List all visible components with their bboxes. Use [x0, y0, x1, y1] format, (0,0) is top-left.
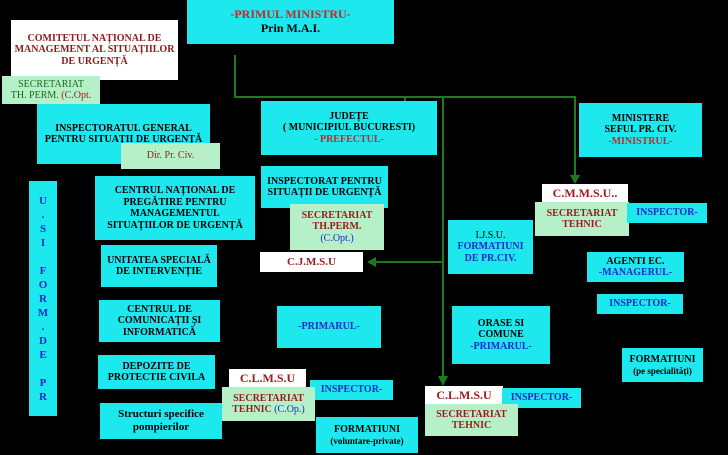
cmmsu-label: C.M.M.S.U..: [552, 186, 618, 201]
clmsu-1-label: C.L.M.S.U: [239, 371, 296, 386]
secretariat-perm-box: SECRETARIAT TH. PERM. (C.Opt.: [2, 76, 100, 104]
cjmsu-box: C.J.M.S.U: [260, 252, 363, 272]
structuri-label: Structuri specifice pompierilor: [118, 408, 204, 433]
inspector-4-box: INSPECTOR-: [502, 388, 581, 408]
ijsu-line1: I.J.S.U.: [475, 229, 506, 241]
secretariat-perm-line2: TH. PERM. (C.Opt.: [10, 90, 92, 101]
judete-line2: ( MUNICIPIUL BUCURESTI): [282, 122, 416, 134]
unitatea-box: UNITATEA SPECIALĂ DE INTERVENȚIE: [101, 245, 217, 287]
cjmsu-label: C.J.M.S.U: [287, 255, 336, 268]
formatiuni-vol-box: FORMATIUNI (voluntare-private): [316, 417, 418, 453]
secretariat-th-line3: (C.Opt.): [320, 232, 354, 244]
orase-line1: ORASE SI COMUNE: [477, 317, 525, 341]
judete-line1: JUDEȚE: [329, 110, 369, 122]
secretariat-tehnic-2-box: SECRETARIAT TEHNIC (C.Op.): [222, 387, 315, 421]
agenti-line1: AGENTI EC.: [606, 255, 665, 267]
dir-pr-civ-label: Dir. Pr. Civ.: [146, 150, 195, 162]
secretariat-perm-line1: SECRETARIAT: [18, 78, 84, 90]
primarul-box: -PRIMARUL-: [277, 306, 381, 348]
orase-box: ORASE SI COMUNE -PRIMARUL-: [452, 306, 550, 364]
ministere-line3: -MINISTRUL-: [608, 135, 673, 147]
inspector-1-box: INSPECTOR-: [627, 203, 707, 223]
agenti-box: AGENTI EC. -MANAGERUL-: [587, 252, 684, 282]
formatiuni-vol-line1: FORMATIUNI: [334, 424, 400, 436]
ijsu-box: I.J.S.U. FORMATIUNI DE PR.CIV.: [448, 220, 533, 274]
orase-line2: -PRIMARUL-: [470, 340, 532, 352]
inspector-2-label: INSPECTOR-: [609, 298, 671, 310]
unitatea-label: UNITATEA SPECIALĂ DE INTERVENȚIE: [107, 254, 211, 278]
inspector-4-label: INSPECTOR-: [510, 392, 573, 404]
prime-minister-box: -PRIMUL MINISTRU- Prin M.A.I.: [187, 0, 394, 44]
centrul-national-label: CENTRUL NAȚIONAL DE PREGĂTIRE PENTRU MAN…: [107, 185, 243, 231]
cmmsu-box: C.M.M.S.U..: [542, 184, 628, 204]
inspectorat-label: INSPECTORAT PENTRU SITUAȚII DE URGENȚĂ: [267, 175, 382, 199]
cnmsu-label: COMITETUL NAȚIONAL DE MANAGEMENT AL SITU…: [14, 32, 175, 67]
secretariat-th-line1: SECRETARIAT: [301, 209, 373, 221]
inspectorat-box: INSPECTORAT PENTRU SITUAȚII DE URGENȚĂ: [261, 166, 388, 208]
secretariat-tehnic-3-label: SECRETARIAT TEHNIC: [436, 408, 507, 432]
centrul-com-box: CENTRUL DE COMUNICAȚII ȘI INFORMATICĂ: [99, 300, 220, 342]
primarul-label: -PRIMARUL-: [298, 321, 360, 333]
ijsu-line2: FORMATIUNI DE PR.CIV.: [457, 241, 524, 264]
ministere-box: MINISTERE SEFUL PR. CIV. -MINISTRUL-: [579, 103, 702, 157]
clmsu-1-box: C.L.M.S.U: [229, 369, 306, 389]
agenti-line2: -MANAGERUL-: [598, 267, 673, 278]
prime-minister-title: -PRIMUL MINISTRU-: [230, 7, 351, 22]
igsu-label: INSPECTORATUL GENERAL PENTRU SITUAȚII DE…: [44, 122, 203, 146]
centrul-national-box: CENTRUL NAȚIONAL DE PREGĂTIRE PENTRU MAN…: [95, 176, 255, 240]
secretariat-th-perm-box: SECRETARIAT TH.PERM. (C.Opt.): [290, 204, 384, 250]
inspector-3-box: INSPECTOR-: [310, 380, 393, 400]
depozite-label: DEPOZITE DE PROTECTIE CIVILA: [107, 360, 206, 384]
centrul-com-label: CENTRUL DE COMUNICAȚII ȘI INFORMATICĂ: [117, 303, 202, 338]
inspector-1-label: INSPECTOR-: [636, 207, 698, 219]
formatiuni-vol-line2: (voluntare-private): [330, 435, 404, 446]
ministere-line2: SEFUL PR. CIV.: [604, 124, 677, 136]
formatiuni-spec-line1: FORMATIUNI: [629, 354, 696, 366]
inspector-3-label: INSPECTOR-: [320, 384, 383, 396]
clmsu-2-box: C.L.M.S.U: [425, 386, 503, 406]
prime-minister-subtitle: Prin M.A.I.: [260, 21, 321, 35]
secretariat-tehnic-1-label: SECRETARIAT TEHNIC: [546, 207, 618, 231]
secretariat-tehnic-3-box: SECRETARIAT TEHNIC: [425, 404, 518, 436]
cnmsu-box: COMITETUL NAȚIONAL DE MANAGEMENT AL SITU…: [11, 20, 178, 80]
dir-pr-civ-box: Dir. Pr. Civ.: [121, 143, 220, 169]
structuri-box: Structuri specifice pompierilor: [100, 403, 222, 439]
secretariat-tehnic-1-box: SECRETARIAT TEHNIC: [535, 202, 629, 236]
secretariat-th-line2: TH.PERM.: [312, 221, 362, 233]
secretariat-tehnic-2-line1: SECRETARIAT: [233, 392, 304, 404]
depozite-box: DEPOZITE DE PROTECTIE CIVILA: [98, 355, 215, 389]
inspector-2-box: INSPECTOR-: [597, 294, 683, 314]
judete-box: JUDEȚE ( MUNICIPIUL BUCURESTI) - PREFECT…: [261, 101, 437, 155]
clmsu-2-label: C.L.M.S.U: [436, 388, 492, 403]
secretariat-tehnic-2-line2: TEHNIC (C.Op.): [232, 404, 305, 415]
formatiuni-spec-box: FORMATIUNI (pe specialități): [622, 348, 703, 382]
judete-line3: - PREFECTUL-: [314, 133, 384, 145]
formatiuni-spec-line2: (pe specialități): [633, 365, 692, 376]
ministere-line1: MINISTERE: [611, 112, 670, 124]
